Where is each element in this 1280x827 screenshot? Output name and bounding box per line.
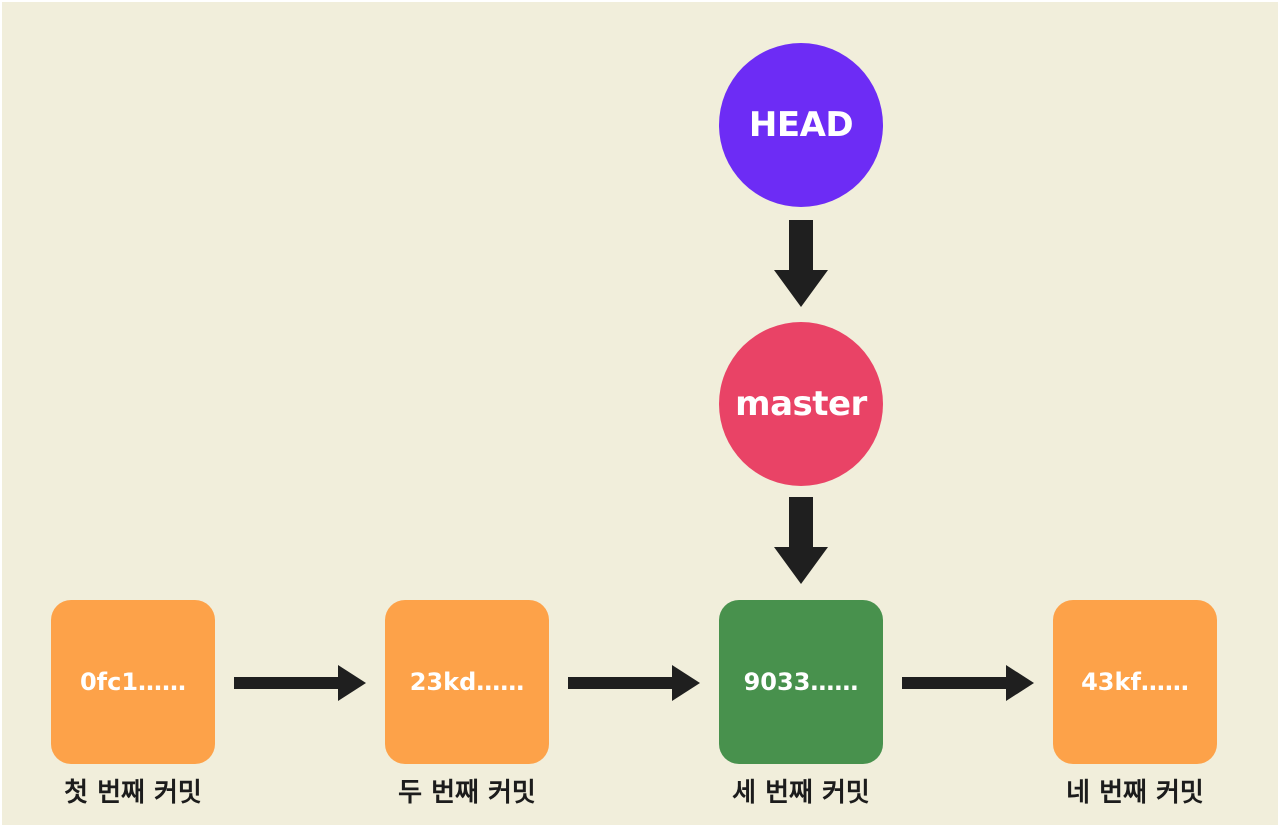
commit-hash-1: 0fc1…… [79,668,187,696]
master-branch-label: master [735,384,867,424]
commit-hash-3: 9033…… [743,668,859,696]
commit-hash-4: 43kf…… [1081,668,1189,696]
commit-label-3: 세 번째 커밋 [732,778,870,808]
head-pointer-node: HEAD [719,43,883,207]
commit-hash-2: 23kd…… [409,668,525,696]
arrow-commit-3-to-4 [902,665,1034,701]
commit-label-2: 두 번째 커밋 [398,778,536,808]
commit-node-4: 43kf…… [1053,600,1217,764]
arrow-commit-2-to-3 [568,665,700,701]
arrow-master-to-commit-3 [774,497,828,584]
commit-node-2: 23kd…… [385,600,549,764]
commit-node-1: 0fc1…… [51,600,215,764]
arrow-head-to-master [774,220,828,307]
commit-label-4: 네 번째 커밋 [1066,778,1204,808]
commit-node-3: 9033…… [719,600,883,764]
head-pointer-label: HEAD [748,105,854,145]
arrow-commit-1-to-2 [234,665,366,701]
commit-label-1: 첫 번째 커밋 [64,778,202,808]
master-branch-node: master [719,322,883,486]
